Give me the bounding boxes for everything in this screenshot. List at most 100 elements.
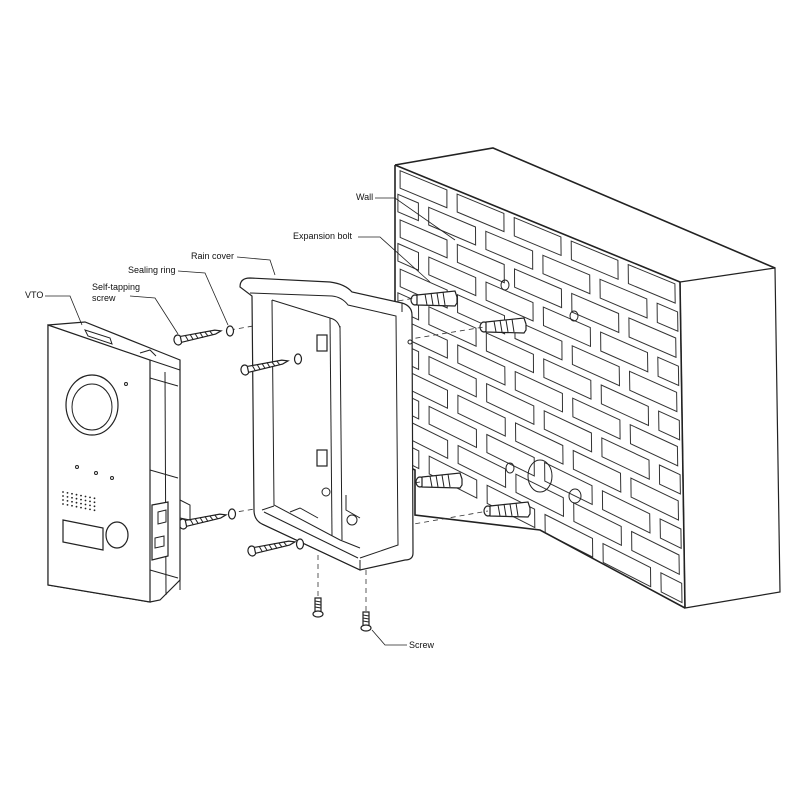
brick (627, 263, 676, 304)
brick (656, 302, 679, 332)
brick (428, 355, 477, 398)
label-rain-cover: Rain cover (191, 251, 234, 261)
grille-hole (66, 504, 69, 506)
brick (428, 405, 478, 449)
grille-hole (75, 501, 78, 504)
grille-hole (71, 496, 73, 499)
grille-hole (75, 497, 78, 500)
label-self-tapping-screw-line2: screw (92, 293, 116, 303)
expansion-bolt (415, 472, 463, 489)
grille-hole (93, 501, 96, 504)
brick (485, 281, 534, 322)
brick (572, 449, 622, 493)
brick (628, 317, 677, 359)
label-vto: VTO (25, 290, 43, 300)
bottom-screw (312, 597, 324, 618)
sealing-rings (225, 325, 305, 550)
brick (599, 278, 648, 319)
label-self-tapping-screw-line1: Self-tapping (92, 282, 140, 292)
brick (428, 306, 477, 347)
brick (515, 473, 565, 518)
grille-hole (80, 498, 82, 501)
grille-hole (66, 496, 69, 498)
expansion-bolt (483, 501, 531, 518)
brick (456, 243, 505, 284)
brick (513, 216, 562, 257)
grille-hole (89, 496, 91, 499)
labels: Wall Expansion bolt Rain cover Sealing r… (25, 192, 435, 650)
grille-hole (62, 503, 64, 505)
brick (631, 530, 680, 576)
grille-hole (84, 507, 87, 510)
brick (542, 254, 591, 295)
brick (514, 370, 564, 413)
brick (485, 332, 535, 374)
self-tapping-screw (173, 329, 223, 346)
brick (571, 292, 620, 334)
brick (658, 464, 681, 495)
brick (659, 518, 682, 550)
self-tapping-screw (247, 540, 297, 557)
grille-hole (84, 495, 87, 498)
call-button (105, 521, 129, 549)
expansion-bolts (410, 290, 531, 518)
self-tapping-screws (173, 329, 297, 557)
brick (399, 219, 448, 259)
expansion-bolt (410, 290, 458, 307)
brick (628, 370, 678, 413)
grille-hole (80, 506, 82, 509)
grille-hole (66, 492, 69, 494)
sealing-ring (225, 325, 235, 337)
wall-side-face (679, 267, 781, 609)
grille-hole (80, 494, 82, 497)
grille-hole (75, 493, 78, 496)
grille-hole (89, 508, 91, 511)
brick (457, 444, 507, 489)
sealing-ring (293, 353, 303, 365)
grille-hole (62, 491, 64, 493)
self-tapping-screw (240, 359, 290, 376)
label-screw: Screw (409, 640, 435, 650)
brick (601, 437, 650, 480)
bottom-screws (312, 597, 372, 632)
grille-hole (71, 504, 73, 507)
sealing-ring (295, 538, 305, 550)
wall-bricks (397, 169, 683, 604)
vto-device (47, 321, 191, 603)
brick (573, 502, 622, 547)
grille-hole (80, 502, 82, 505)
wall (394, 147, 781, 609)
grille-hole (66, 500, 69, 502)
brick (544, 513, 594, 558)
brick (600, 331, 649, 373)
leader-lines (45, 197, 456, 646)
brick (571, 345, 621, 387)
self-tapping-screw (178, 513, 228, 530)
grille-hole (71, 500, 73, 503)
brick (457, 394, 506, 437)
brick (630, 477, 680, 521)
grille-hole (62, 495, 64, 497)
brick (486, 433, 535, 477)
brick (428, 256, 477, 297)
brick (397, 242, 419, 271)
brick (456, 193, 505, 233)
brick (399, 169, 448, 209)
grille-hole (71, 492, 73, 495)
label-sealing-ring: Sealing ring (128, 265, 176, 275)
grille-hole (62, 499, 64, 501)
brick (572, 397, 621, 440)
brick (485, 230, 534, 271)
brick (658, 410, 681, 441)
brick (601, 489, 651, 534)
brick (657, 356, 680, 387)
brick (543, 358, 592, 400)
brick (428, 206, 477, 246)
brick (570, 240, 619, 281)
rain-cover (239, 277, 414, 571)
sealing-ring (227, 508, 237, 520)
brick (486, 382, 535, 426)
brick (513, 268, 563, 309)
grille-hole (89, 500, 91, 503)
